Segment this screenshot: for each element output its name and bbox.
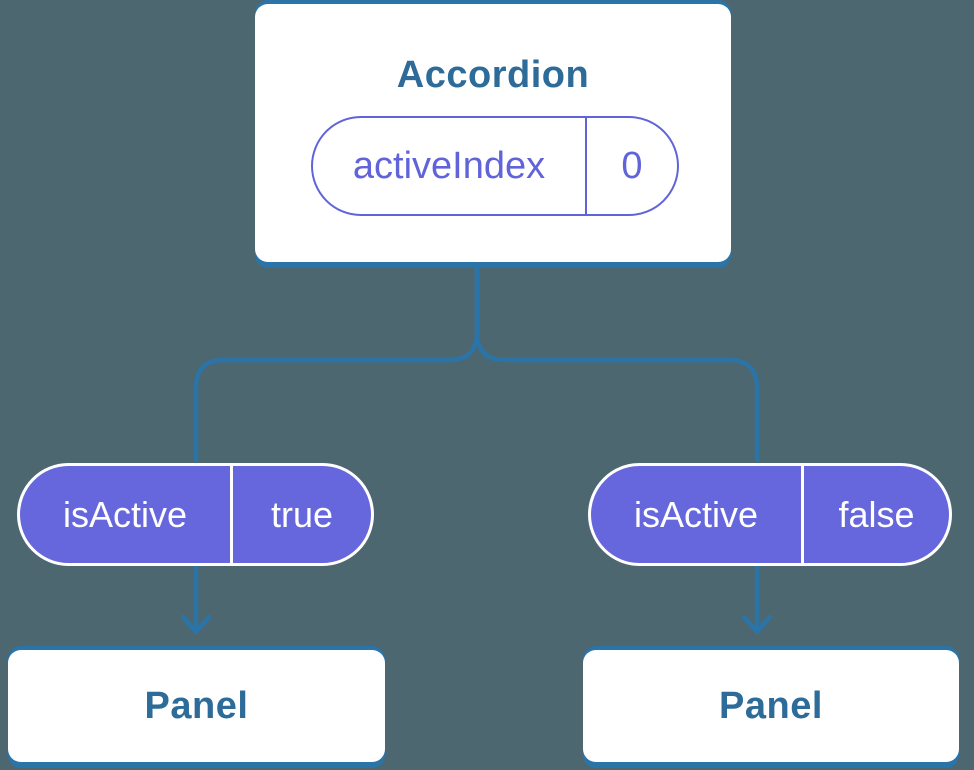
panel-node-title: Panel (144, 684, 249, 727)
arrow-right-head (741, 614, 773, 635)
state-pill-activeindex: activeIndex 0 (311, 116, 679, 216)
panel-node-left: Panel (8, 650, 385, 762)
state-value-label: 0 (585, 118, 677, 214)
panel-node-title: Panel (719, 684, 823, 727)
prop-value-label: true (230, 466, 371, 563)
branch-line-left (193, 258, 480, 462)
panel-node-right: Panel (583, 650, 959, 762)
state-name-label: activeIndex (352, 144, 546, 187)
prop-pill-isactive-true: isActive true (17, 463, 374, 566)
prop-value-label: false (801, 466, 949, 563)
prop-name-label: isActive (62, 493, 188, 535)
accordion-node: Accordion activeIndex 0 (255, 4, 731, 262)
prop-name-label: isActive (633, 493, 759, 535)
prop-pill-isactive-false: isActive false (588, 463, 952, 566)
accordion-node-title: Accordion (396, 54, 590, 96)
arrow-left-head (180, 614, 212, 635)
branch-line-right (474, 258, 760, 462)
